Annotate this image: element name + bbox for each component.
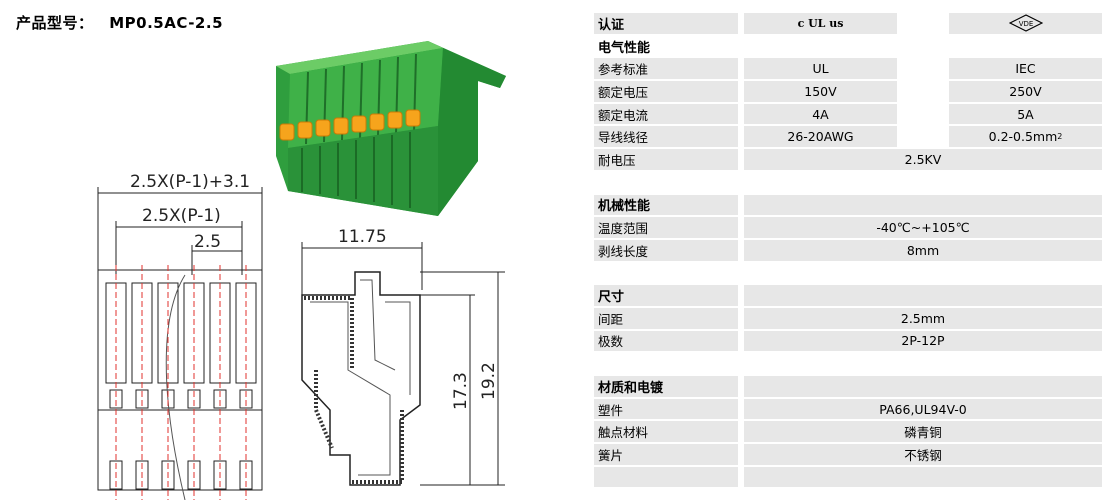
section-header: 尺寸 <box>594 284 1102 307</box>
cert-label: 认证 <box>594 13 738 34</box>
ul-mark-icon: c UL us <box>797 16 844 30</box>
row-label: 额定电压 <box>594 81 738 102</box>
mechanical-heading: 机械性能 <box>594 194 738 216</box>
row-value: 不锈钢 <box>744 444 1102 465</box>
side-view-drawing: 11.75 17.3 19.2 <box>301 227 505 486</box>
dim-overall-width: 2.5X(P-1)+3.1 <box>130 172 250 192</box>
row-label: 极数 <box>594 330 738 352</box>
iec-value: 5A <box>949 103 1102 125</box>
row-label: 耐电压 <box>594 149 738 170</box>
dim-depth: 11.75 <box>338 227 387 247</box>
material-heading: 材质和电镀 <box>594 376 738 397</box>
table-row: 剥线长度 8mm <box>594 239 1102 262</box>
ul-value: UL <box>744 58 897 80</box>
row-label: 额定电流 <box>594 103 738 125</box>
ul-value: 4A <box>744 103 897 125</box>
row-label: 剥线长度 <box>594 239 738 261</box>
row-value: 2P-12P <box>744 330 1102 352</box>
product-model-title: 产品型号： MP0.5AC-2.5 <box>16 12 223 33</box>
section-header: 机械性能 <box>594 194 1102 217</box>
table-row: 极数 2P-12P <box>594 330 1102 353</box>
iec-value: IEC <box>949 58 1102 80</box>
table-row: 额定电压 150V 250V <box>594 80 1102 103</box>
front-view-drawing: 2.5X(P-1)+3.1 2.5X(P-1) 2.5 <box>97 172 263 500</box>
table-row: 塑件 PA66,UL94V-0 <box>594 398 1102 421</box>
row-value: 磷青铜 <box>744 421 1102 443</box>
vde-mark-icon: VDE <box>1008 14 1043 33</box>
dim-height-inner: 17.3 <box>451 372 471 410</box>
row-label: 触点材料 <box>594 421 738 443</box>
dim-height-outer: 19.2 <box>479 362 499 400</box>
row-label: 导线线径 <box>594 126 738 148</box>
ul-cert-mark: c UL us <box>744 13 897 34</box>
row-value: 2.5KV <box>744 149 1102 170</box>
row-value: PA66,UL94V-0 <box>744 398 1102 420</box>
table-row: 簧片 不锈钢 <box>594 443 1102 466</box>
row-value: 8mm <box>744 239 1102 261</box>
model-number: MP0.5AC-2.5 <box>109 14 224 32</box>
table-row: 温度范围 -40℃~+105℃ <box>594 216 1102 239</box>
table-row: 触点材料 磷青铜 <box>594 420 1102 443</box>
ul-value: 26-20AWG <box>744 126 897 148</box>
model-label: 产品型号： <box>16 14 94 32</box>
table-row: 耐电压 2.5KV <box>594 148 1102 171</box>
row-value: -40℃~+105℃ <box>744 217 1102 238</box>
table-row: 间距 2.5mm <box>594 307 1102 330</box>
row-label: 塑件 <box>594 398 738 420</box>
row-label: 温度范围 <box>594 217 738 238</box>
size-heading: 尺寸 <box>594 285 738 306</box>
table-row: 参考标准 UL IEC <box>594 57 1102 80</box>
vde-cert-mark: VDE <box>949 13 1102 34</box>
row-value: 2.5mm <box>744 307 1102 329</box>
dim-span-width: 2.5X(P-1) <box>142 206 221 226</box>
electrical-heading: 电气性能 <box>598 40 651 56</box>
connector-photo <box>276 41 506 216</box>
svg-text:VDE: VDE <box>1018 20 1033 28</box>
table-row: 额定电流 4A 5A <box>594 103 1102 126</box>
row-label: 间距 <box>594 307 738 329</box>
ul-value: 150V <box>744 81 897 102</box>
cert-row: 认证 c UL us VDE <box>594 12 1102 35</box>
section-header: 材质和电镀 <box>594 375 1102 398</box>
iec-value: 250V <box>949 81 1102 102</box>
table-row-empty <box>594 466 1102 489</box>
dim-pitch: 2.5 <box>194 232 221 252</box>
row-label: 簧片 <box>594 444 738 465</box>
spec-table: 认证 c UL us VDE 电气性能 参考标准 UL IEC 额定电压 150… <box>594 12 1102 488</box>
row-label: 参考标准 <box>594 58 738 80</box>
